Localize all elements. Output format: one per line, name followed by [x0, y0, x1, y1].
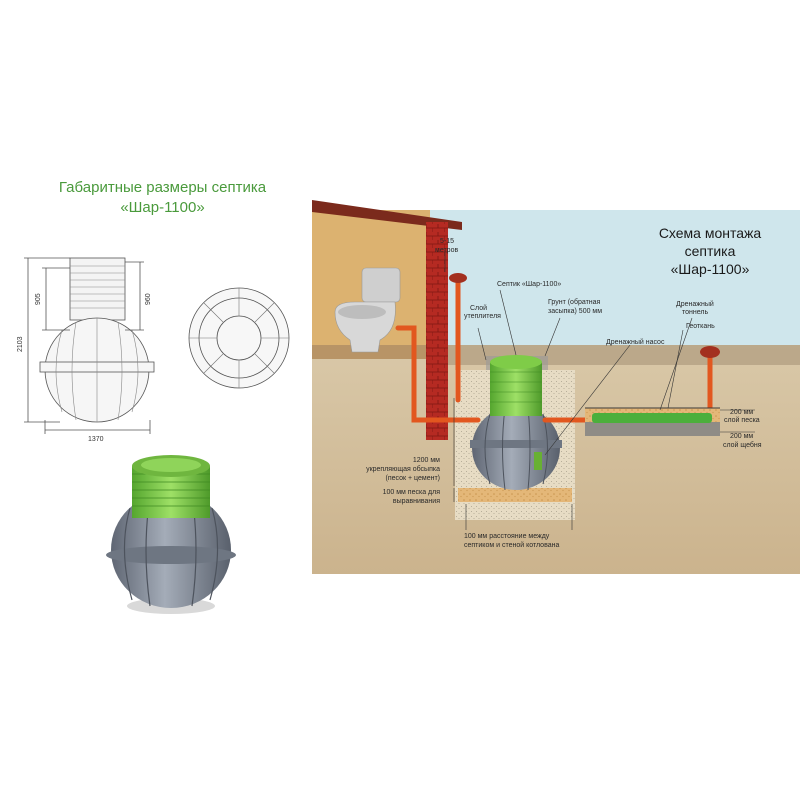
drain-pump — [534, 452, 542, 470]
drawing-neck — [69, 257, 126, 321]
brick-foundation — [426, 222, 448, 440]
dim-total-height: 2103 — [17, 336, 24, 352]
label-soil-1: Грунт (обратная — [548, 298, 601, 306]
drawing-body-ribs — [55, 318, 139, 422]
dim-width: 1370 — [88, 436, 104, 443]
label-backfill-2: укрепляющая обсыпка — [366, 465, 440, 473]
dimensions-title-line2: «Шар-1100» — [120, 199, 205, 216]
tank-3d-render — [106, 455, 236, 614]
label-sand-2: слой песка — [724, 416, 760, 424]
label-tunnel-2: тоннель — [682, 309, 708, 316]
label-tunnel-1: Дренажный — [676, 300, 714, 308]
label-levelsand-2: выравнивания — [393, 498, 440, 505]
label-insulation-1: Слой — [470, 304, 487, 312]
label-soil-2: засыпка) 500 мм — [548, 308, 602, 315]
label-sand-1: 200 мм — [730, 409, 753, 416]
label-septic: Септик «Шар-1100» — [497, 281, 561, 288]
tank-technical-drawing — [24, 257, 155, 434]
label-geotextile: Геоткань — [686, 323, 715, 330]
drain-tunnel — [592, 413, 712, 423]
dim-neck-inner: 960 — [145, 293, 152, 305]
label-gap-2: септиком и стеной котлована — [464, 541, 559, 549]
installation-scheme: Схема монтажа септика «Шар-1100» 5-15 ме… — [312, 200, 800, 574]
label-distance-2: метров — [435, 247, 458, 254]
vent-cap-house — [449, 273, 467, 283]
scheme-title-line3: «Шар-1100» — [671, 261, 750, 277]
leveling-sand — [458, 488, 572, 502]
drawing-neck-ribs — [70, 265, 125, 309]
tank-top-view — [188, 287, 290, 389]
gravel-layer — [585, 422, 720, 436]
label-insulation-2: утеплителя — [464, 313, 501, 320]
scheme-tank — [470, 355, 562, 491]
scheme-title-line1: Схема монтажа — [659, 225, 762, 241]
leader-lines — [444, 250, 755, 530]
dimensions-title-line1: Габаритные размеры септика — [58, 179, 267, 196]
label-gravel-2: слой щебня — [723, 441, 762, 449]
toilet — [334, 267, 401, 353]
label-backfill-1: 1200 мм — [413, 457, 440, 464]
label-distance-1: 5-15 — [440, 238, 454, 245]
roof — [312, 200, 462, 230]
scheme-title-line2: септика — [685, 243, 736, 259]
label-gravel-1: 200 мм — [730, 433, 753, 440]
label-gap-1: 100 мм расстояние между — [464, 533, 550, 540]
label-backfill-3: (песок + цемент) — [386, 475, 440, 482]
dim-neck-height: 905 — [35, 293, 42, 305]
dimensions-title: Габаритные размеры септика «Шар-1100» — [20, 178, 305, 218]
vent-cap-drain — [700, 346, 720, 358]
label-levelsand-1: 100 мм песка для — [383, 489, 441, 496]
label-pump: Дренажный насос — [606, 338, 665, 346]
